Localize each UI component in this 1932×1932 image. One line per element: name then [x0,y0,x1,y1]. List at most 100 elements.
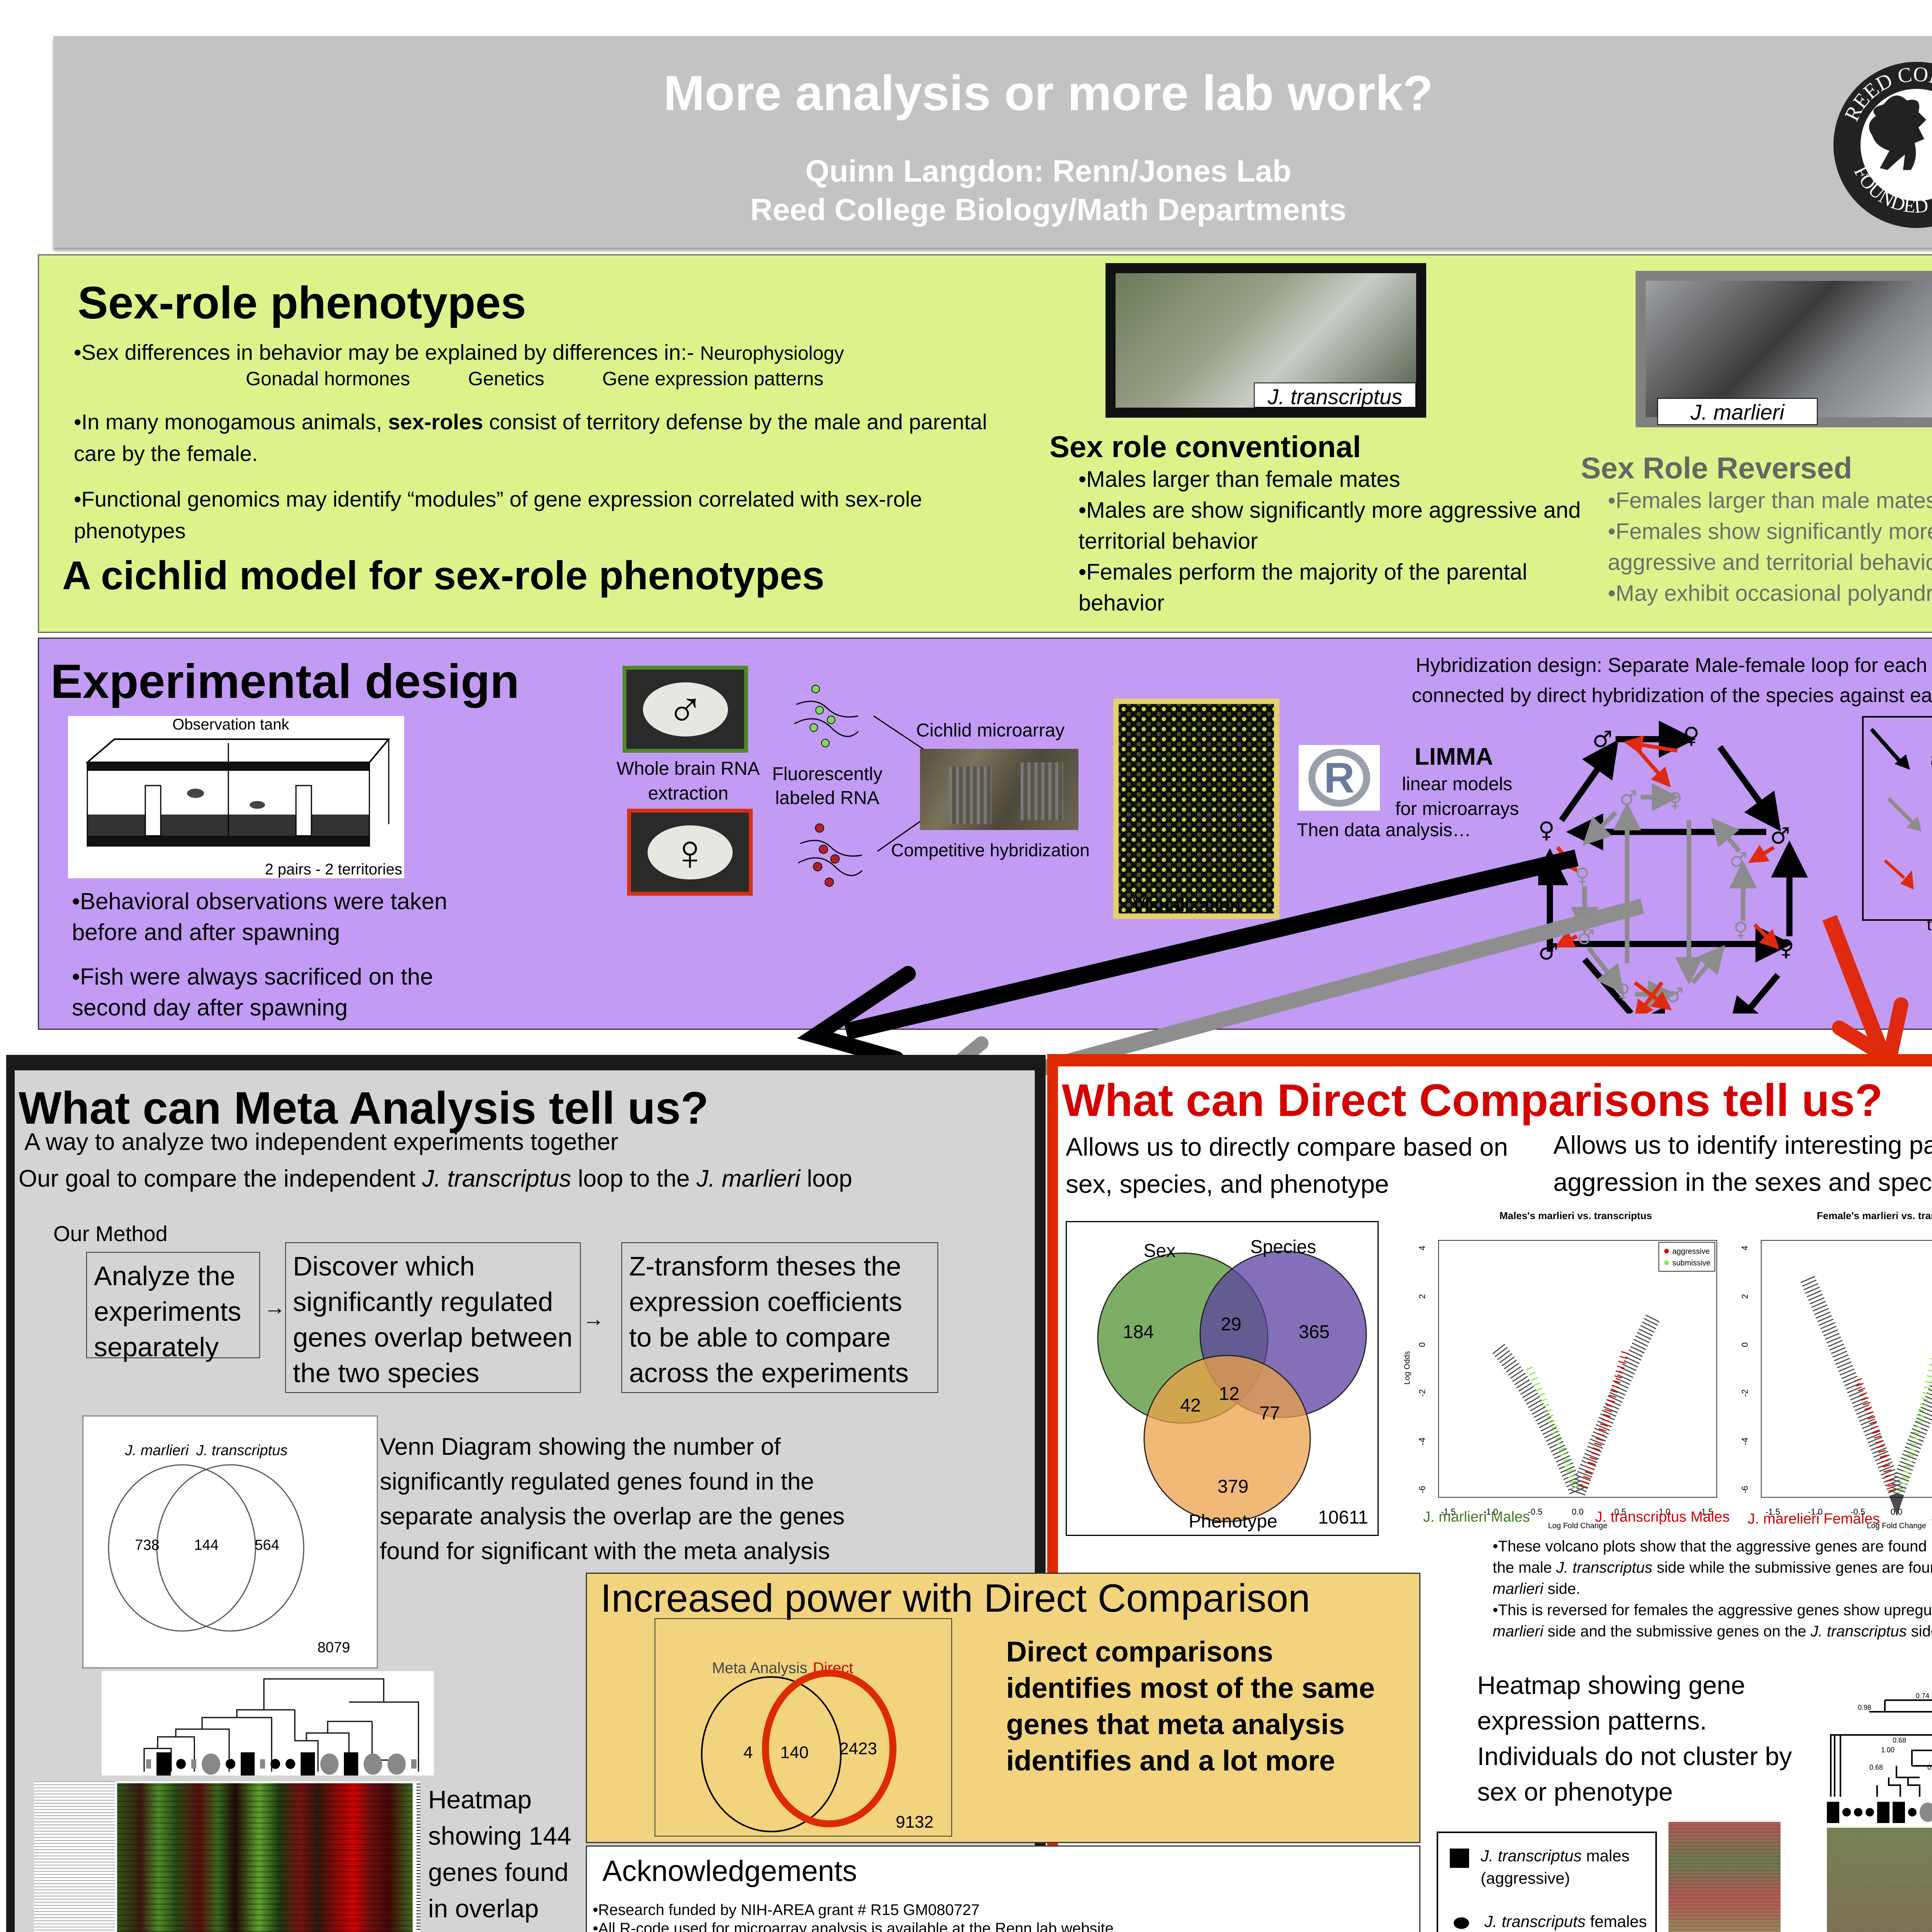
affiliation: Reed College Biology/Math Departments [750,192,1347,227]
female-brain-photo: ♀ [627,809,753,896]
svg-text:♂: ♂ [1704,1012,1725,1014]
annotation-transcriptus-males: J. transcriptus Males [1595,1509,1730,1525]
svg-text:-6: -6 [1740,1486,1750,1493]
heatmap-caption: Heatmap showing 144 genes found in overl… [428,1785,571,1932]
svg-text:Log Fold Change: Log Fold Change [1867,1522,1926,1530]
annotation-transcriptus-females: J. transcriptus Females [1931,1509,1932,1542]
svg-text:♂: ♂ [1730,849,1748,872]
svg-text:-0.5: -0.5 [1528,1507,1543,1517]
reversed-bullets: •Females larger than male mates •Females… [1608,488,1932,606]
svg-text:0: 0 [1740,1342,1750,1347]
species-heading-reversed: Sex Role Reversed [1581,451,1852,485]
loop-design-diagram: ♂♀ ♂♀ ♂♀ ♂♀ ♂♀ ♀♂ ♂♀ ♀♂ [1538,721,1808,1014]
fish-photo-transcriptus: J. transcriptus [1105,263,1426,418]
male-brain-photo: ♂ [622,666,748,753]
method-step-3: Z-transform theses the expression coeffi… [621,1242,938,1393]
red-labeled-rna-icon [798,823,863,887]
svg-text:0.68: 0.68 [1893,1736,1906,1744]
svg-text:♀: ♀ [1683,722,1699,748]
volcano-plot-females: Female's marlieri vs. transcriptus -1.5-… [1730,1202,1932,1530]
section-heading: What can Direct Comparisons tell us? [1062,1075,1883,1126]
volcano-note-females: •This is reversed for females the aggres… [1493,1602,1932,1640]
red-arrow-icon [1884,859,1914,889]
griffin-icon [1861,89,1932,201]
annotation-marlieri-males: J. marlieri Males [1423,1509,1530,1525]
then-analysis-label: Then data analysis… [1297,820,1471,840]
svg-text:♀: ♀ [1538,817,1554,843]
female-symbol-icon: ♀ [647,824,733,881]
big-heatmap-sample-markers [1827,1801,1932,1824]
svg-text:♀: ♀ [1668,789,1682,812]
svg-text:8079: 8079 [317,1639,350,1656]
svg-text:-1.0: -1.0 [1483,1507,1498,1517]
volcano-notes: •These volcano plots show that the aggre… [1493,1536,1932,1642]
svg-text:Species: Species [1250,1237,1316,1257]
meta-line-1: A way to analyze two independent experim… [24,1129,619,1155]
microarray-scan-image [1113,699,1279,919]
svg-text:-1.5: -1.5 [1441,1507,1456,1517]
method-step-1: Analyze the experiments separately [86,1252,260,1362]
svg-text:1.5: 1.5 [1701,1507,1713,1517]
green-labeled-rna-icon [794,685,859,747]
venn-sex-species-phenotype: Sex Species Phenotype 184 365 379 29 42 … [1066,1221,1379,1536]
svg-text:4: 4 [1417,1246,1427,1250]
acknowledgements-box: Acknowledgements •Research funded by NIH… [586,1845,1420,1932]
svg-text:-1.5: -1.5 [1765,1507,1780,1517]
svg-text:564: 564 [255,1537,279,1553]
dot-black-icon [1454,1917,1469,1929]
factor-list: Gonadal hormones Genetics Gene expressio… [246,368,824,389]
hybridization-design-text: Hybridization design: Separate Male-fema… [1412,654,1932,707]
svg-text:♀: ♀ [1733,918,1748,941]
reed-college-seal: REED COLLEGE FOUNDED IN 1911 [1833,62,1932,228]
svg-text:42: 42 [1180,1395,1201,1416]
svg-text:140: 140 [780,1743,808,1762]
ack-heading: Acknowledgements [602,1855,857,1888]
heatmap-144-genes [34,1781,420,1932]
poster-header: More analysis or more lab work? Quinn La… [53,36,1932,248]
svg-text:144: 144 [194,1537,218,1553]
svg-text:Phenotype: Phenotype [1189,1511,1277,1532]
red-flow-arrow-icon [1822,915,1893,1066]
svg-text:184: 184 [1123,1322,1154,1342]
labeled-rna-label: Fluorescently labeled RNA [772,764,883,808]
svg-text:738: 738 [135,1537,159,1553]
step-arrow-icon: → [264,1295,286,1319]
svg-text:♀: ♀ [1629,1012,1645,1014]
svg-text:0.98: 0.98 [1858,1704,1871,1711]
svg-text:365: 365 [1299,1322,1330,1342]
svg-text:-4: -4 [1417,1437,1427,1445]
loop-legend: J. transcriptus hybesn=8 J. marlieri hyb… [1862,716,1932,934]
sample-legend: J. transcriptus males(aggressive) J. tra… [1437,1832,1657,1932]
legend-transcriptus: J. transcriptus hybesn=8 [1922,727,1932,814]
svg-text:10611: 10611 [1318,1507,1368,1528]
svg-text:2: 2 [1417,1294,1427,1299]
svg-text:0.5: 0.5 [1614,1507,1626,1517]
svg-text:♂: ♂ [1770,823,1790,849]
intro-right: Allows us to identify interesting patter… [1553,1131,1932,1196]
svg-text:77: 77 [1259,1403,1280,1423]
legend-direct: Direct hybes between the species [1927,915,1932,934]
step-arrow-icon: → [583,1306,604,1331]
svg-text:♀: ♀ [1778,935,1794,961]
svg-text:♂: ♂ [1538,939,1558,965]
svg-text:379: 379 [1218,1476,1248,1497]
svg-text:-6: -6 [1417,1486,1427,1493]
big-heatmap-dendrogram: 0.740.98 0.950.54 1.000.88 0.681.00 1.00… [1830,1692,1932,1797]
experimental-design-panel: Experimental design Observation tank 2 p… [38,638,1932,1030]
venn-caption: Venn Diagram showing the number of signi… [380,1434,845,1565]
svg-text:-4: -4 [1740,1437,1750,1445]
svg-text:0: 0 [1417,1342,1427,1347]
bullet-behavioral: •Behavioral observations were taken befo… [72,888,447,945]
photo-caption: J. marlieri [1657,398,1818,425]
svg-text:Log Fold Change: Log Fold Change [1548,1522,1607,1530]
svg-text:0.68: 0.68 [1869,1764,1883,1771]
fish-photo-marlieri: J. marlieri [1636,271,1932,427]
section-heading: Sex-role phenotypes [78,277,526,328]
intro-left: Allows us to directly compare based on s… [1066,1133,1508,1198]
svg-text:0.0: 0.0 [1572,1507,1584,1517]
svg-text:♂: ♂ [1619,787,1638,810]
big-heatmap [1827,1828,1932,1932]
svg-text:J. transcriptus: J. transcriptus [196,1442,288,1459]
svg-text:submissive: submissive [1672,1259,1711,1267]
svg-text:12: 12 [1219,1384,1239,1404]
